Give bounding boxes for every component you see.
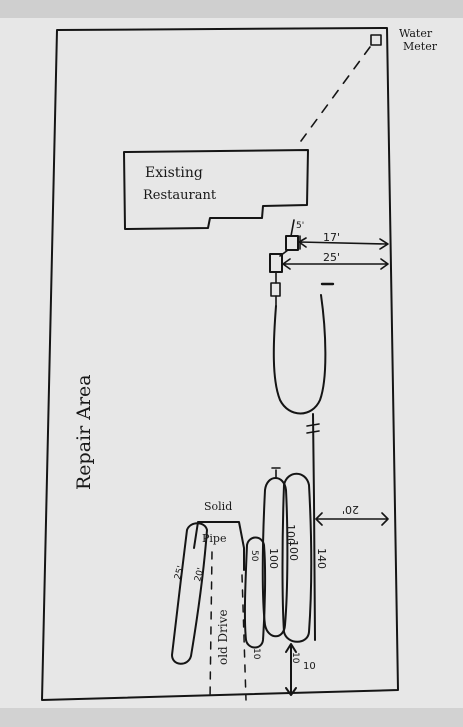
dim-5: 5'	[296, 221, 304, 231]
solid-label: Solid	[204, 500, 232, 513]
property-boundary	[41, 27, 399, 701]
old-drive-line-1	[209, 551, 213, 701]
num-10-mid: 10	[290, 652, 300, 664]
trench-left	[171, 522, 208, 665]
existing-restaurant-outline	[123, 149, 309, 230]
water-meter-label-1: Water	[399, 27, 433, 40]
dim-25-top: 25'	[323, 251, 340, 264]
num-100-b: 100	[287, 540, 300, 561]
dim-10-bottom: 10	[303, 661, 316, 672]
tank-links	[275, 249, 289, 307]
sewer-connection	[290, 219, 295, 237]
dim-20-left: 20'	[193, 567, 206, 583]
tank-1	[285, 235, 299, 251]
old-drive-label: old Drive	[216, 609, 230, 665]
dim-10-bottom-line	[285, 643, 297, 696]
water-line	[300, 46, 371, 142]
distribution-loop	[272, 294, 327, 415]
paper-shade-top	[0, 0, 463, 18]
dim-20-right: 20'	[342, 503, 359, 516]
dim-17: 17'	[323, 231, 340, 244]
num-50: 50	[249, 550, 259, 562]
restaurant-label-1: Existing	[145, 165, 203, 181]
trench-right-b	[281, 472, 313, 643]
repair-area-label: Repair Area	[73, 374, 95, 490]
solid-pipe-outline	[193, 521, 245, 571]
main-line-ticks	[306, 423, 320, 434]
main-line	[312, 413, 316, 641]
num-10-left: 10	[251, 648, 261, 660]
old-drive-line-2	[241, 574, 247, 701]
num-100-c: 100	[284, 524, 297, 545]
num-100-a: 100	[267, 548, 280, 569]
restaurant-label-2: Restaurant	[143, 188, 217, 203]
num-140: 140	[315, 548, 328, 569]
pipe-label: Pipe	[202, 532, 226, 545]
trench-stub	[271, 467, 281, 479]
paper-shade-bottom	[0, 708, 463, 727]
water-meter-box	[370, 34, 382, 46]
dim-25-line	[282, 258, 389, 270]
dim-17-line	[298, 235, 389, 250]
water-meter-label-2: Meter	[403, 40, 438, 53]
trench-mid	[243, 536, 267, 649]
dim-25-left: 25'	[173, 565, 186, 581]
dim-20-right-line	[315, 512, 389, 526]
